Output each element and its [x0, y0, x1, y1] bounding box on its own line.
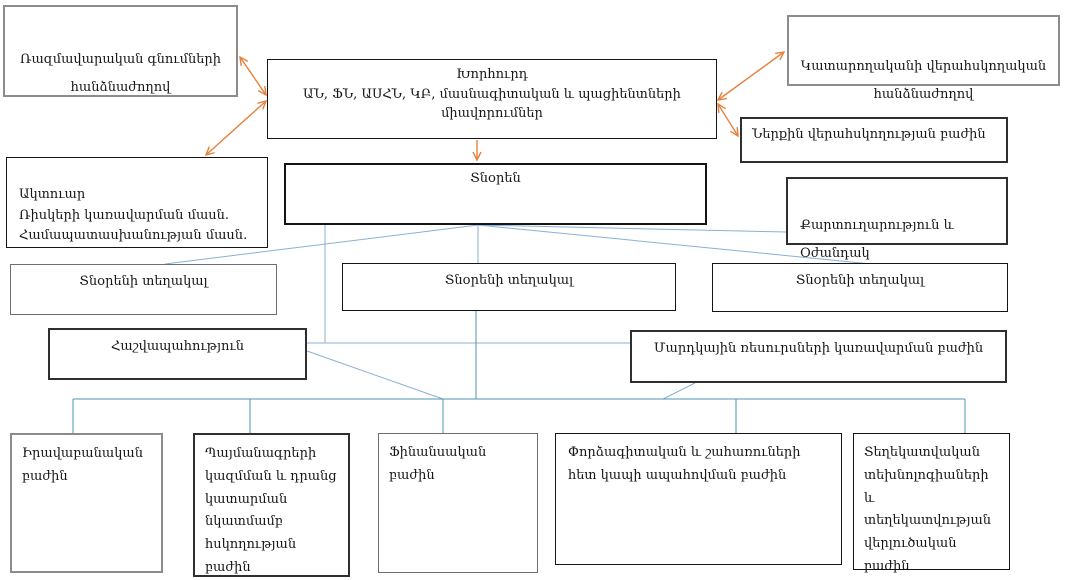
node-deputy-director-2: Տնօրենի տեղակալ [342, 263, 676, 311]
node-legal-division: Իրավաբանական բաժին [10, 433, 163, 573]
double-arrow [204, 99, 268, 157]
node-label: Տնօրենի տեղակալ [79, 274, 208, 289]
node-label: Պայմանագրերի կազմման և դրանց կատարման նկ… [205, 446, 337, 575]
node-deputy-director-1: Տնօրենի տեղակալ [10, 264, 277, 315]
node-contracts-supervision-division: Պայմանագրերի կազմման և դրանց կատարման նկ… [193, 433, 350, 577]
node-label: Ֆինանսական բաժին [389, 445, 487, 483]
connector-line [477, 224, 787, 233]
node-label: Տեղեկատվական տեխնոլոգիաների և տեղեկատվու… [864, 445, 992, 574]
node-accounting: Հաշվապահություն [48, 328, 307, 380]
connector-line [477, 224, 872, 265]
connector-line [662, 382, 696, 400]
node-label: Կատարողականի վերահսկողական հանձնաժողով [800, 59, 1047, 102]
node-label: Տնօրենի տեղակալ [444, 273, 574, 288]
node-council: Խորհուրդ ԱՆ, ՖՆ, ԱՍՀՆ, ԿԲ, մասնագիտական … [267, 59, 717, 139]
node-it-analytics-division: Տեղեկատվական տեխնոլոգիաների և տեղեկատվու… [853, 433, 1010, 574]
node-label: Հաշվապահություն [110, 339, 245, 354]
connector-line [164, 224, 479, 265]
node-director: Տնօրեն [284, 163, 707, 225]
node-label: Մարդկային ռեսուրսների կառավարման բաժին [653, 341, 984, 356]
double-arrow [717, 102, 739, 138]
node-hr-management-division: Մարդկային ռեսուրսների կառավարման բաժին [630, 330, 1007, 383]
node-label: Տնօրենի տեղակալ [795, 273, 925, 288]
connector-line [306, 350, 444, 400]
orange-arrows [204, 51, 786, 162]
node-secretariat-support-services: Քարտուղարություն և Օժանդակ ծառայությունն… [786, 177, 1008, 289]
double-arrow [239, 55, 267, 97]
node-title: Խորհուրդ [456, 67, 528, 82]
node-label: Իրավաբանական բաժին [22, 446, 143, 484]
node-label: Ակտուար Ռիսկերի կառավարման մասն. Համապատ… [19, 186, 248, 244]
node-label: Ներքին վերահսկողության բաժին [752, 127, 986, 142]
node-label: Փորձագիտական և շահառուների հետ կապի ապահ… [568, 445, 801, 483]
node-actuary-risk-compliance: Ակտուար Ռիսկերի կառավարման մասն. Համապատ… [6, 157, 268, 248]
node-subtitle: ԱՆ, ՖՆ, ԱՍՀՆ, ԿԲ, մասնագիտական և պացիենտ… [303, 86, 681, 122]
blue-connectors [72, 224, 966, 433]
node-expert-beneficiary-liaison-division: Փորձագիտական և շահառուների հետ կապի ապահ… [555, 433, 842, 565]
node-strategic-procurement-committee: Ռազմավարական գնումների հանձնաժողով [3, 5, 238, 97]
node-label: Ռազմավարական գնումների հանձնաժողով [19, 52, 222, 95]
double-arrow [716, 51, 786, 101]
node-internal-control-division: Ներքին վերահսկողության բաժին [740, 117, 1008, 163]
node-finance-division: Ֆինանսական բաժին [378, 433, 538, 573]
node-label: Տնօրեն [470, 171, 521, 186]
node-deputy-director-3: Տնօրենի տեղակալ [712, 263, 1008, 312]
node-performance-supervisory-committee: Կատարողականի վերահսկողական հանձնաժողով [787, 15, 1060, 102]
